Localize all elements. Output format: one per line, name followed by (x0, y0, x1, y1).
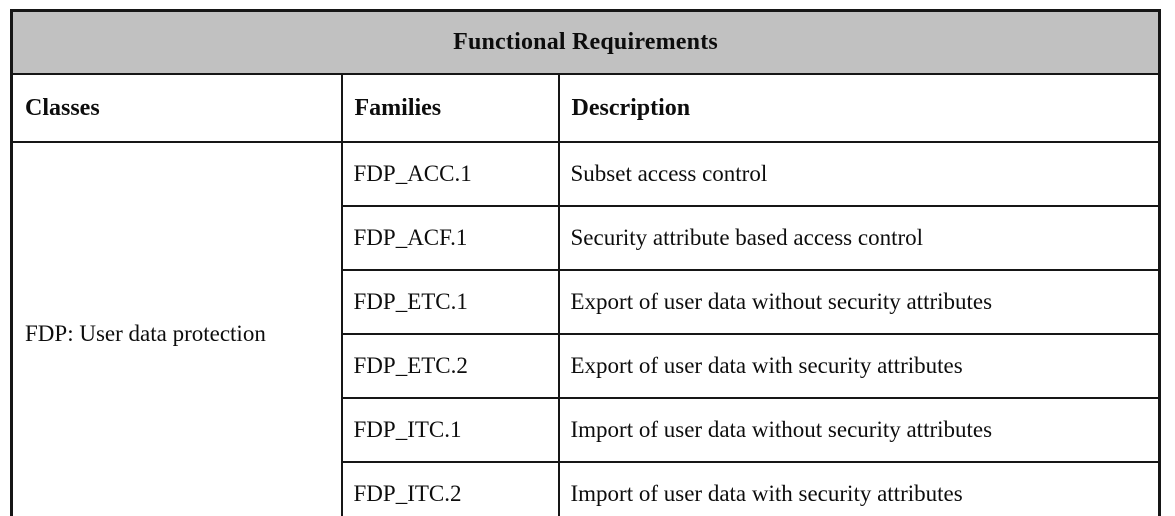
table-row: FDP_ITC.1 Import of user data without se… (12, 397, 1161, 463)
functional-requirements-table: Functional Requirements Classes Families… (10, 9, 1162, 516)
description-cell: Export of user data without security att… (557, 269, 1161, 335)
family-cell: FDP_ETC.2 (340, 333, 560, 399)
table-row: FDP_ACF.1 Security attribute based acces… (12, 205, 1161, 271)
column-header-classes: Classes (10, 73, 343, 143)
class-cell-fdp: FDP: User data protection (10, 141, 343, 516)
family-cell: FDP_ETC.1 (340, 269, 560, 335)
family-cell: FDP_ACF.1 (340, 205, 560, 271)
description-cell: Security attribute based access control (557, 205, 1161, 271)
column-header-description: Description (557, 73, 1161, 143)
description-cell: Import of user data without security att… (557, 397, 1161, 463)
table-title: Functional Requirements (10, 9, 1161, 75)
family-cell: FDP_ACC.1 (340, 141, 560, 207)
table-row: FDP: User data protection FDP_ACC.1 Subs… (10, 141, 1161, 516)
description-cell: Export of user data with security attrib… (557, 333, 1161, 399)
description-cell: Subset access control (557, 141, 1161, 207)
description-cell: Import of user data with security attrib… (557, 461, 1161, 516)
table-row: FDP_ETC.1 Export of user data without se… (12, 269, 1161, 335)
family-cell: FDP_ITC.2 (340, 461, 560, 516)
column-header-families: Families (340, 73, 560, 143)
table-header-row: Classes Families Description (10, 73, 1161, 143)
table-row: FDP_ITC.2 Import of user data with secur… (12, 461, 1161, 516)
family-cell: FDP_ITC.1 (340, 397, 560, 463)
table-row: FDP_ETC.2 Export of user data with secur… (12, 333, 1161, 399)
table-title-row: Functional Requirements (10, 9, 1161, 75)
